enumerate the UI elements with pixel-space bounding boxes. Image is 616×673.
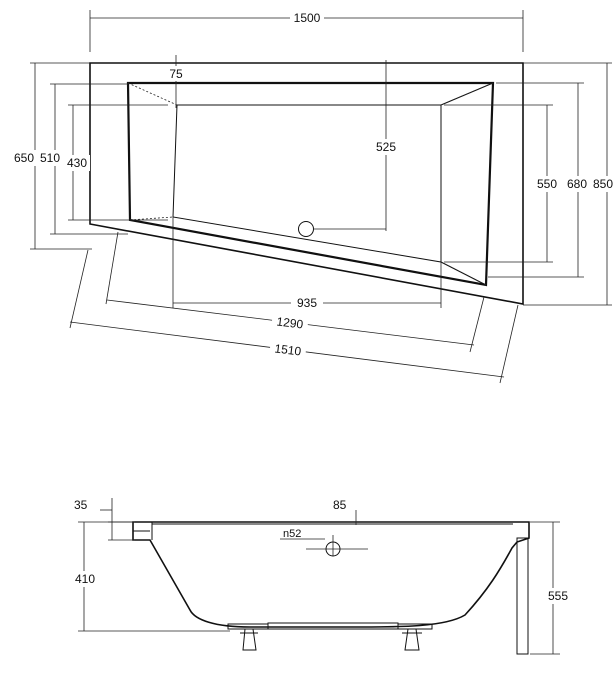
- foot-left: [227, 623, 269, 651]
- dim-410: 410: [75, 572, 95, 586]
- rim-step: [151, 522, 513, 540]
- dim-650: 650: [14, 151, 34, 165]
- frame-rail: [267, 622, 399, 630]
- dim-525: 525: [376, 140, 396, 154]
- top-view-rim-outline: [126, 81, 495, 287]
- corner-diagonal: [440, 261, 487, 286]
- corner-diagonal: [440, 82, 494, 106]
- dim-935: 935: [297, 296, 317, 310]
- dim-550: 550: [537, 177, 557, 191]
- corner-diagonal: [129, 216, 174, 221]
- dim-430: 430: [67, 156, 87, 170]
- dim-555: 555: [548, 589, 568, 603]
- dim-85: 85: [333, 498, 347, 512]
- dim-1290: 1290: [276, 314, 305, 331]
- dim-35: 35: [74, 498, 88, 512]
- facet-line: [129, 219, 487, 286]
- top-view-basin-floor: [172, 104, 442, 263]
- facet-line: [485, 82, 494, 286]
- top-view: 1500 75 525 650 510 430 850: [10, 10, 616, 384]
- dim-n52: n52: [283, 528, 301, 540]
- dim-510: 510: [40, 151, 60, 165]
- support-leg: [516, 537, 529, 655]
- dim-75: 75: [169, 67, 183, 81]
- side-view-tub-body: [132, 521, 530, 628]
- side-view: n52 35 85 410 555: [68, 498, 572, 655]
- dim-1500: 1500: [294, 11, 321, 25]
- top-view-outer-outline: [89, 62, 524, 305]
- dim-1510: 1510: [274, 341, 303, 358]
- dim-680: 680: [567, 177, 587, 191]
- dim-850: 850: [593, 177, 613, 191]
- drain-icon: [298, 221, 314, 237]
- foot-right: [397, 623, 433, 651]
- corner-diagonal: [127, 82, 178, 106]
